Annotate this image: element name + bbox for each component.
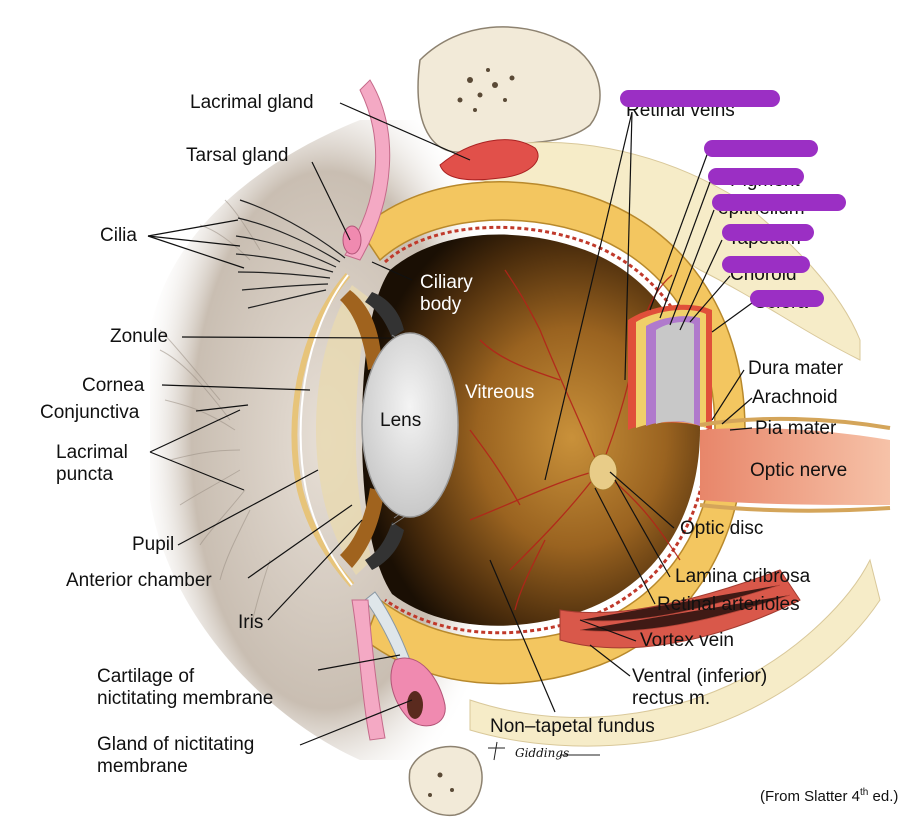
redaction-bar-pigment bbox=[708, 168, 804, 185]
label-ventral-rectus: Ventral (inferior) rectus m. bbox=[632, 666, 768, 709]
label-gland-nictitating: Gland of nictitating membrane bbox=[97, 734, 255, 777]
label-vortex-vein: Vortex vein bbox=[640, 630, 734, 651]
redaction-bar-choroid bbox=[722, 256, 810, 273]
label-arachnoid: Arachnoid bbox=[752, 387, 838, 408]
redaction-bar-epithelium bbox=[712, 194, 846, 211]
label-optic-disc: Optic disc bbox=[680, 518, 764, 539]
redaction-bar-sclera bbox=[750, 290, 824, 307]
label-tarsal-gland: Tarsal gland bbox=[186, 145, 289, 166]
label-pia-mater: Pia mater bbox=[755, 418, 837, 439]
lower-lid-pink bbox=[351, 599, 386, 741]
label-lacrimal-gland: Lacrimal gland bbox=[190, 92, 314, 113]
label-cornea: Cornea bbox=[82, 375, 145, 396]
label-vitreous: Vitreous bbox=[465, 382, 535, 403]
lower-bone-pores bbox=[428, 772, 454, 797]
meninges-sheath bbox=[699, 416, 891, 513]
redaction-bar-1 bbox=[704, 140, 818, 157]
retinal-vessels bbox=[469, 269, 681, 611]
label-lens: Lens bbox=[380, 410, 422, 431]
upper-lid-pink bbox=[344, 79, 391, 261]
cornea-inner bbox=[299, 274, 353, 586]
cornea-shape bbox=[291, 273, 355, 587]
ciliary-body-upper bbox=[365, 292, 404, 338]
redaction-bar-tapetum bbox=[722, 224, 814, 241]
lower-orbital-bone bbox=[408, 745, 483, 817]
lacrimal-gland-shape bbox=[439, 139, 539, 181]
label-lamina-cribrosa: Lamina cribrosa bbox=[675, 566, 811, 587]
lens-shape bbox=[361, 332, 459, 518]
artist-signature bbox=[488, 741, 600, 761]
credit-suffix: ed.) bbox=[868, 788, 899, 805]
tarsal-gland-shape bbox=[342, 225, 362, 255]
label-iris: Iris bbox=[238, 612, 264, 633]
optic-nerve-shape bbox=[700, 428, 890, 505]
label-lacrimal-puncta: Lacrimal puncta bbox=[56, 442, 128, 485]
label-cilia: Cilia bbox=[100, 225, 137, 246]
upper-orbital-bone bbox=[417, 26, 601, 153]
label-non-tapetal-fundus: Non–tapetal fundus bbox=[490, 716, 655, 737]
muscle-striations bbox=[579, 584, 791, 632]
signature-text: Giddings bbox=[515, 746, 570, 760]
orbital-fat-lower bbox=[469, 558, 881, 747]
label-cartilage-nictitating: Cartilage of nictitating membrane bbox=[97, 666, 274, 709]
label-dura-mater: Dura mater bbox=[748, 358, 844, 379]
label-zonule: Zonule bbox=[110, 326, 169, 347]
source-credit: (From Slatter 4th ed.) bbox=[760, 782, 898, 808]
label-ciliary-body: Ciliary body bbox=[420, 272, 473, 315]
gland-duct-dark bbox=[407, 691, 423, 719]
iris-lower bbox=[340, 488, 384, 568]
credit-prefix: (From Slatter 4 bbox=[760, 788, 861, 805]
label-retinal-arterioles: Retinal arterioles bbox=[657, 594, 800, 615]
redaction-bar-retinal-veins bbox=[620, 90, 780, 107]
label-conjunctiva: Conjunctiva bbox=[40, 402, 140, 423]
credit-sup: th bbox=[860, 787, 869, 798]
nictitating-gland-shape bbox=[390, 657, 446, 727]
anterior-chamber-shape bbox=[315, 285, 372, 575]
optic-disc bbox=[588, 453, 618, 491]
label-optic-nerve: Optic nerve bbox=[750, 460, 848, 481]
fur-strokes bbox=[159, 199, 271, 631]
bone-pores bbox=[457, 68, 515, 112]
label-pupil: Pupil bbox=[132, 534, 175, 555]
retinal-layers-wedge bbox=[628, 304, 712, 430]
leader-lines bbox=[147, 102, 753, 746]
ciliary-body-lower bbox=[365, 522, 404, 570]
iris-upper bbox=[340, 290, 382, 370]
label-anterior-chamber: Anterior chamber bbox=[66, 570, 212, 591]
cilia-lashes bbox=[235, 199, 346, 309]
